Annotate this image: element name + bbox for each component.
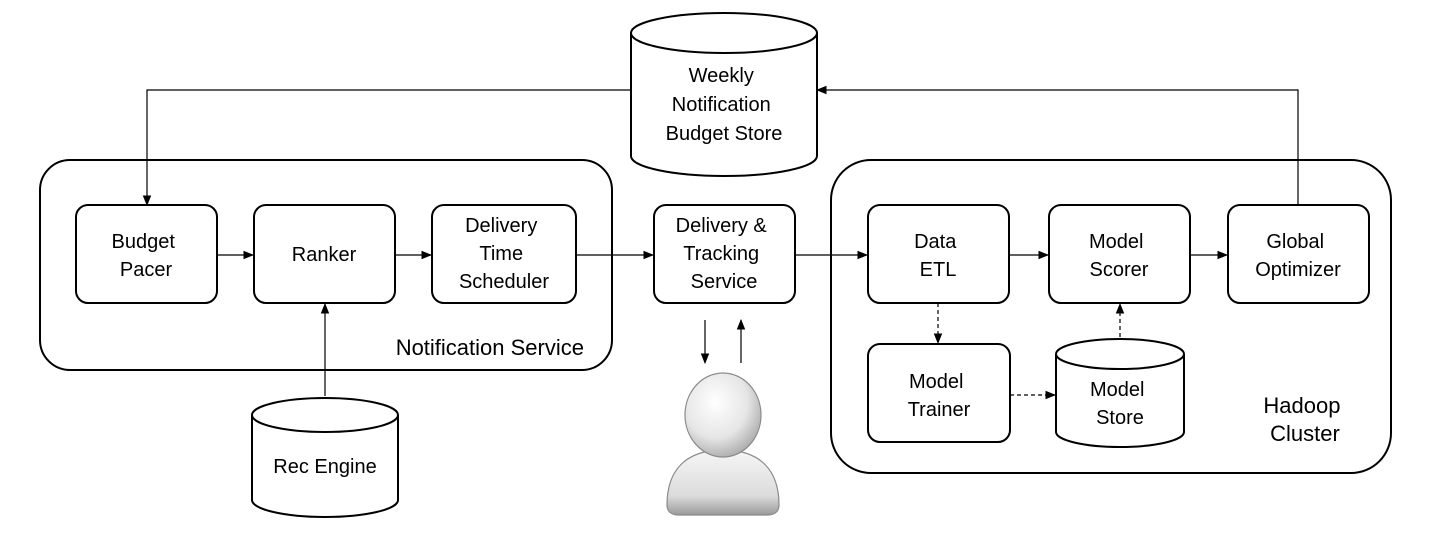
node-label-line: Scorer xyxy=(1090,259,1149,281)
node-label-line: Model xyxy=(1090,379,1144,401)
edge-global-optimizer-to-budget-store xyxy=(815,85,1299,205)
user-body xyxy=(666,449,780,516)
node-label-line: ETL xyxy=(920,259,957,281)
node-label-line: Optimizer xyxy=(1255,259,1341,281)
svg-text:Rec Engine: Rec Engine xyxy=(273,456,376,478)
node-delivery-tracking: Delivery & Tracking Service xyxy=(653,204,796,304)
svg-text:Data ETL: Data ETL xyxy=(914,231,962,281)
node-budget-store: Weekly Notification Budget Store xyxy=(630,12,818,177)
node-label-line: Budget Store xyxy=(666,123,783,145)
user-icon xyxy=(666,372,780,516)
node-label-line: Model xyxy=(1089,231,1143,253)
node-data-etl: Data ETL xyxy=(867,204,1010,304)
node-global-optimizer: Global Optimizer xyxy=(1227,204,1370,304)
node-label-line: Service xyxy=(691,271,758,293)
node-label-line: Pacer xyxy=(120,259,173,281)
svg-text:Global Optimizer: Global Optimizer xyxy=(1255,231,1341,281)
node-label-line: Delivery & xyxy=(676,215,768,237)
node-label-line: Notification xyxy=(672,94,771,116)
node-scheduler: Delivery Time Scheduler xyxy=(431,204,577,304)
node-label-line: Tracking xyxy=(683,243,759,265)
svg-text:Model Store: Model Store xyxy=(1090,379,1150,429)
node-label-line: Delivery xyxy=(465,215,537,237)
svg-text:Ranker: Ranker xyxy=(292,244,357,266)
svg-text:Delivery & Tracking: Delivery & Tracking Service xyxy=(676,215,773,293)
group-label-hadoop-cluster: Hadoop Cluster xyxy=(1263,393,1346,446)
svg-text:Delivery Time Sche: Delivery Time Scheduler xyxy=(459,215,549,293)
node-label-line: Store xyxy=(1096,407,1144,429)
node-ranker: Ranker xyxy=(253,204,396,304)
edges xyxy=(142,85,1299,400)
user-head xyxy=(684,372,762,458)
node-model-store: Model Store xyxy=(1055,338,1185,448)
node-model-trainer: Model Trainer xyxy=(867,343,1011,443)
node-label-line: Weekly xyxy=(689,65,754,87)
node-budget-pacer: Budget Pacer xyxy=(75,204,218,304)
svg-text:Model Scorer: Model Scorer xyxy=(1089,231,1149,281)
svg-text:Budget Pacer: Budget Pacer xyxy=(112,231,181,281)
svg-text:Weekly Notification: Weekly Notification Budget Store xyxy=(666,65,783,145)
node-label-line: Rec Engine xyxy=(273,456,376,478)
node-label-line: Global xyxy=(1266,231,1324,253)
group-label-notification-service: Notification Service xyxy=(396,335,584,360)
node-label-line: Budget xyxy=(112,231,176,253)
node-model-scorer: Model Scorer xyxy=(1048,204,1191,304)
group-label-line: Hadoop xyxy=(1263,393,1340,418)
node-label-line: Data xyxy=(914,231,957,253)
node-label-line: Time xyxy=(479,243,523,265)
node-rec-engine: Rec Engine xyxy=(251,397,399,518)
svg-text:Model Trainer: Model Trainer xyxy=(908,371,971,421)
edge-budget-store-to-budget-pacer xyxy=(142,89,631,207)
node-label-line: Trainer xyxy=(908,399,971,421)
node-label-line: Ranker xyxy=(292,244,357,266)
node-label-line: Model xyxy=(909,371,963,393)
node-label-line: Scheduler xyxy=(459,271,549,293)
group-label-line: Cluster xyxy=(1270,421,1340,446)
